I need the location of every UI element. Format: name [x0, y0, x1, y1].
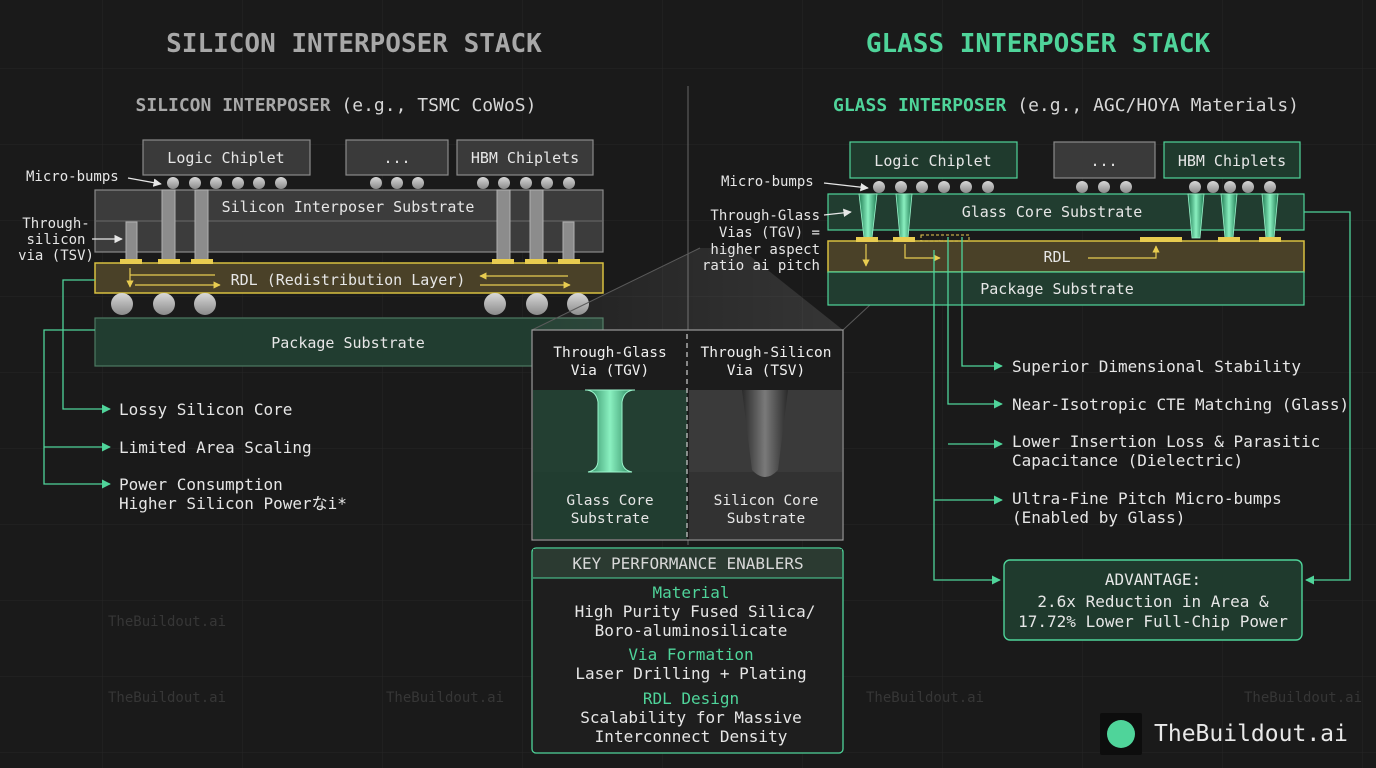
silicon-stack-title: SILICON INTERPOSER STACK	[166, 29, 542, 59]
glass-ellipsis-label: ...	[1090, 152, 1117, 170]
drawback-power-line: Power Consumption	[119, 475, 283, 494]
enabler-heading: Material	[652, 583, 729, 602]
silicon-subheading-rest: (e.g., TSMC CoWoS)	[331, 95, 537, 116]
silicon-hbm-chiplet	[456, 139, 594, 176]
advantage-line: 2.6x Reduction in Area &	[1037, 592, 1269, 611]
watermark: TheBuildout.ai	[108, 614, 226, 630]
benefit-dimensional-stability: Superior Dimensional Stability	[1012, 357, 1301, 376]
tgv-label-line: ratio ai pitch	[702, 258, 820, 274]
glass-core-caption-line: Substrate	[571, 511, 650, 527]
tsv-heading-line: Via (TSV)	[727, 363, 806, 379]
glass-logic-chiplet	[849, 141, 1018, 179]
glass-ellipsis-chiplet	[1053, 141, 1156, 179]
benefit-line: Ultra-Fine Pitch Micro-bumps	[1012, 489, 1282, 508]
tsv-label-line: silicon	[26, 232, 85, 248]
glass-hbm-chiplet-label: HBM Chiplets	[1178, 152, 1286, 170]
advantage-title: ADVANTAGE:	[1105, 570, 1201, 589]
silicon-ellipsis-chiplet	[345, 139, 449, 176]
tsv-label-line: Through-	[22, 216, 89, 232]
brand-name: TheBuildout.ai	[1154, 721, 1348, 747]
silicon-core-caption-line: Substrate	[727, 511, 806, 527]
brand-dot-icon	[1100, 713, 1142, 755]
benefit-line: Lower Insertion Loss & Parasitic	[1012, 432, 1320, 451]
silicon-package-substrate	[94, 317, 604, 367]
silicon-hbm-chiplet-label: HBM Chiplets	[471, 149, 579, 167]
glass-package-substrate	[827, 271, 1305, 306]
glass-rdl-label: RDL	[1043, 248, 1070, 266]
enabler-text: Scalability for Massive	[580, 708, 802, 727]
tgv-label-line: higher aspect	[710, 242, 820, 258]
silicon-rdl-layer	[94, 262, 604, 294]
glass-core-label: Glass Core Substrate	[962, 203, 1143, 221]
glass-package-label: Package Substrate	[980, 280, 1134, 298]
watermark: TheBuildout.ai	[866, 690, 984, 706]
drawback-lossy-core: Lossy Silicon Core	[119, 400, 292, 419]
glass-stack-title: GLASS INTERPOSER STACK	[866, 29, 1211, 59]
glass-rdl-pads	[856, 234, 1281, 242]
enabler-heading: Via Formation	[628, 645, 753, 664]
silicon-subheading: SILICON INTERPOSER (e.g., TSMC CoWoS)	[136, 95, 537, 116]
advantage-box	[1003, 559, 1303, 641]
glass-benefit-connectors	[933, 211, 1351, 585]
watermark: TheBuildout.ai	[1244, 690, 1362, 706]
glass-hbm-chiplet	[1163, 141, 1301, 179]
enabler-heading: RDL Design	[643, 689, 739, 708]
silicon-subheading-bold: SILICON INTERPOSER	[136, 95, 331, 116]
glass-microbumps-label: Micro-bumps	[721, 174, 814, 190]
watermark: TheBuildout.ai	[108, 690, 226, 706]
enablers-panel	[531, 547, 844, 754]
glass-core-caption-line: Glass Core	[566, 493, 653, 509]
silicon-microbumps-label: Micro-bumps	[26, 169, 119, 185]
tgv-via-shape	[584, 389, 636, 473]
tsv-via-shape	[742, 390, 788, 477]
advantage-line: 17.72% Lower Full-Chip Power	[1018, 612, 1288, 631]
silicon-micro-bumps	[167, 177, 575, 189]
glass-micro-bumps	[873, 181, 1276, 193]
enabler-text: High Purity Fused Silica/	[575, 602, 816, 621]
silicon-logic-chiplet	[142, 139, 311, 176]
watermark: TheBuildout.ai	[386, 690, 504, 706]
tgv-label-line: Vias (TGV) =	[719, 225, 820, 241]
brand-logo: TheBuildout.ai	[1100, 712, 1360, 756]
tsv-label-line: via (TSV)	[18, 248, 94, 264]
silicon-package-label: Package Substrate	[271, 334, 425, 352]
enablers-title: KEY PERFORMANCE ENABLERS	[572, 554, 803, 573]
tsv-heading-line: Through-Silicon	[701, 345, 832, 361]
silicon-rdl-label: RDL (Redistribution Layer)	[231, 271, 466, 289]
enabler-text: Laser Drilling + Plating	[575, 664, 806, 683]
silicon-drawback-connectors	[43, 279, 111, 489]
silicon-ellipsis-label: ...	[383, 149, 410, 167]
silicon-core-caption-line: Silicon Core	[714, 493, 819, 509]
benefit-cte-matching: Near-Isotropic CTE Matching (Glass)	[1012, 395, 1349, 414]
silicon-logic-chiplet-label: Logic Chiplet	[167, 149, 284, 167]
benefit-line: (Enabled by Glass)	[1012, 508, 1185, 527]
silicon-rdl-pads	[120, 259, 580, 264]
tgv-heading-line: Via (TGV)	[571, 363, 650, 379]
glass-subheading-rest: (e.g., AGC/HOYA Materials)	[1006, 95, 1299, 116]
silicon-substrate-label: Silicon Interposer Substrate	[222, 198, 475, 216]
silicon-c4-bumps	[111, 293, 589, 315]
benefit-line: Capacitance (Dielectric)	[1012, 451, 1243, 470]
glass-logic-chiplet-label: Logic Chiplet	[874, 152, 991, 170]
tgv-label-line: Through-Glass	[710, 208, 820, 224]
tgv-heading-line: Through-Glass	[553, 345, 667, 361]
benefit-fine-pitch: Ultra-Fine Pitch Micro-bumps(Enabled by …	[1012, 489, 1282, 527]
drawback-power-line: Higher Silicon Powerなi*	[119, 494, 347, 513]
drawback-area-scaling: Limited Area Scaling	[119, 438, 312, 457]
glass-subheading: GLASS INTERPOSER (e.g., AGC/HOYA Materia…	[833, 95, 1299, 116]
glass-tgv-vias	[858, 193, 1279, 239]
enabler-text: Boro-aluminosilicate	[595, 621, 788, 640]
enabler-text: Interconnect Density	[595, 727, 788, 746]
glass-subheading-bold: GLASS INTERPOSER	[833, 95, 1007, 116]
glass-rdl-layer	[827, 240, 1305, 273]
